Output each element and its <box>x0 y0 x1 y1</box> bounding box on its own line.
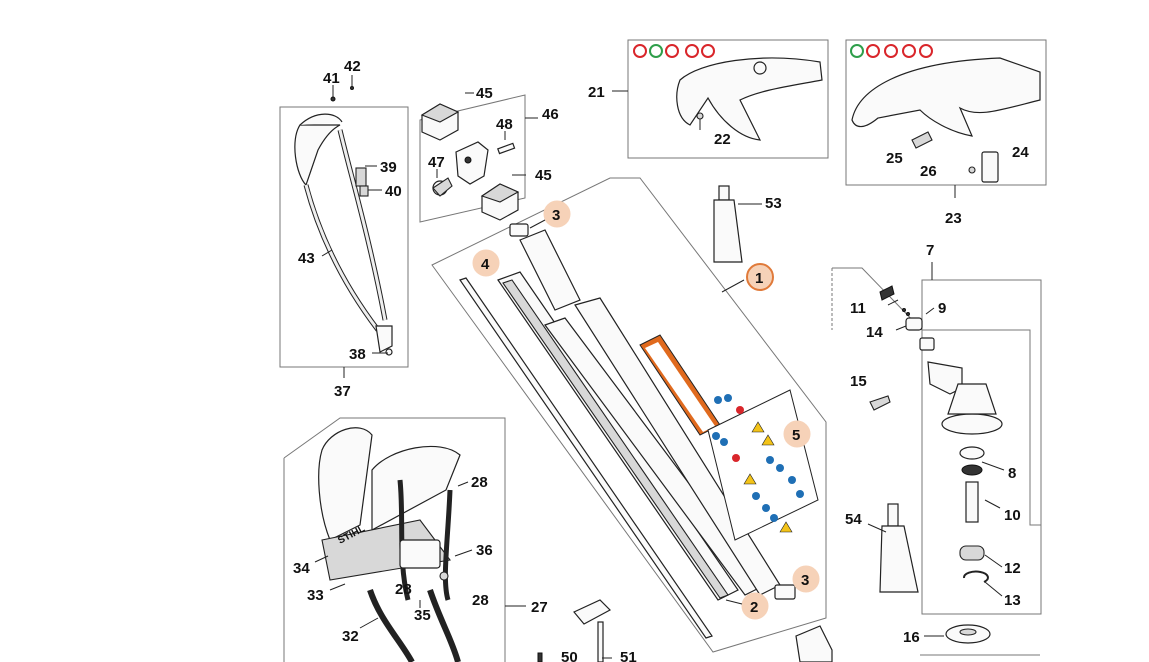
callout-54: 54 <box>845 511 862 528</box>
callout-28-top: 28 <box>471 474 488 491</box>
callout-25: 25 <box>886 150 903 167</box>
grease-tube-54: 54 <box>845 503 919 593</box>
callout-33: 33 <box>307 587 324 604</box>
callout-22: 22 <box>714 131 731 148</box>
callout-2: 2 <box>750 599 758 616</box>
callout-37: 37 <box>334 383 351 400</box>
tool-parts: 50 51 <box>537 599 833 662</box>
callout-1: 1 <box>755 270 763 287</box>
callout-14: 14 <box>866 324 883 341</box>
callout-10: 10 <box>1004 507 1021 524</box>
callout-28-right: 28 <box>472 592 489 609</box>
callout-9: 9 <box>938 300 946 317</box>
harness-group: STIHL 28 36 34 28 28 33 35 32 27 <box>283 417 548 662</box>
callout-27: 27 <box>531 599 548 616</box>
callout-16: 16 <box>903 629 920 646</box>
callout-46: 46 <box>542 106 559 123</box>
gear-head-group: 7 11 9 14 15 8 10 12 13 <box>831 242 1042 615</box>
callout-38: 38 <box>349 346 366 363</box>
callout-40: 40 <box>385 183 402 200</box>
callout-36: 36 <box>476 542 493 559</box>
safety-icons <box>712 394 804 533</box>
callout-39: 39 <box>380 159 397 176</box>
callout-12: 12 <box>1004 560 1021 577</box>
callout-23: 23 <box>945 210 962 227</box>
callout-3-top-marker <box>543 200 571 228</box>
callout-5-marker <box>783 420 811 448</box>
callout-32: 32 <box>342 628 359 645</box>
callout-53: 53 <box>765 195 782 212</box>
callout-4-marker <box>472 249 500 277</box>
callout-11: 11 <box>850 300 866 317</box>
callout-5: 5 <box>792 427 800 444</box>
tool-usage-icons <box>633 44 715 58</box>
clamp-group: 45 48 46 47 45 <box>419 85 559 223</box>
shoulder-strap-group: 41 42 39 40 43 38 37 <box>279 58 409 400</box>
callout-4: 4 <box>481 256 490 273</box>
callout-8: 8 <box>1008 465 1016 482</box>
callout-3-top: 3 <box>552 207 560 224</box>
callout-24: 24 <box>1012 144 1029 161</box>
callout-2-marker <box>741 592 769 620</box>
callout-28-mid: 28 <box>395 581 412 598</box>
callout-47: 47 <box>428 154 445 171</box>
callout-34: 34 <box>293 560 310 577</box>
callout-7: 7 <box>926 242 934 259</box>
callout-51: 51 <box>620 649 637 662</box>
shaft-group: 1 3 4 5 2 3 53 <box>431 177 827 653</box>
tool-usage-icons-23 <box>850 44 933 58</box>
callout-3-bottom-marker <box>792 565 820 593</box>
callout-41: 41 <box>323 70 340 87</box>
callout-1-marker <box>746 263 774 291</box>
callout-13: 13 <box>1004 592 1021 609</box>
gear-housing-cover-23: 25 26 24 23 <box>845 39 1047 227</box>
callout-48: 48 <box>496 116 513 133</box>
callout-45-top: 45 <box>476 85 493 102</box>
gear-housing-cover-21: 21 22 <box>588 39 829 159</box>
part-16: 16 <box>903 624 1040 656</box>
callout-21: 21 <box>588 84 605 101</box>
callout-26: 26 <box>920 163 937 180</box>
callout-15: 15 <box>850 373 867 390</box>
callout-43: 43 <box>298 250 315 267</box>
callout-35: 35 <box>414 607 431 624</box>
callout-50: 50 <box>561 649 578 662</box>
callout-45-bottom: 45 <box>535 167 552 184</box>
callout-42: 42 <box>344 58 361 75</box>
callout-3-bottom: 3 <box>801 572 809 589</box>
grease-tube-53 <box>713 185 762 263</box>
